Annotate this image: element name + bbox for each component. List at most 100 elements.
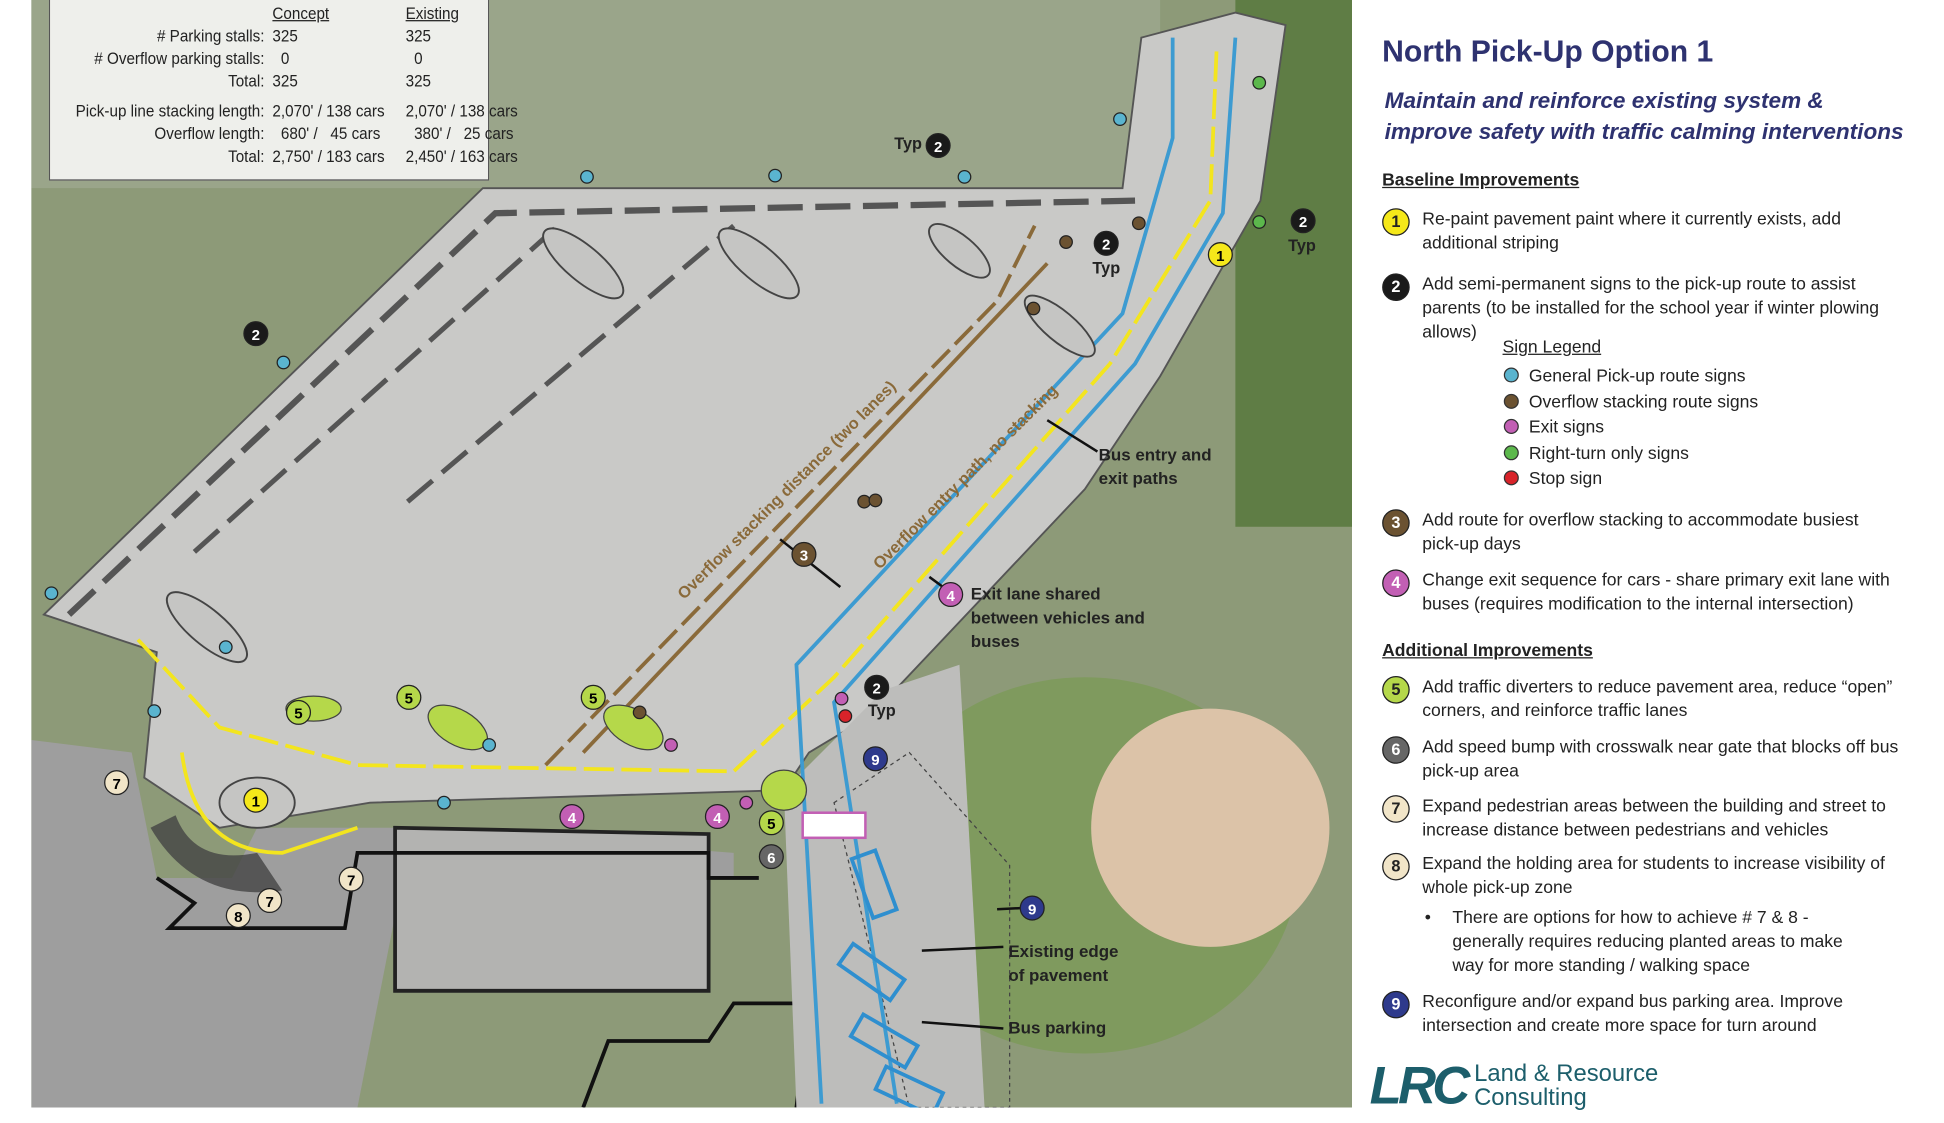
- holding-area: [150, 815, 283, 893]
- map-marker-8: 8: [225, 903, 251, 929]
- baseball-diamond: [1091, 708, 1330, 947]
- stats-row: # Parking stalls: 325 325: [50, 26, 535, 49]
- existing-value: 380' / 25 cars: [405, 124, 514, 143]
- number-badge: 1: [1382, 208, 1410, 236]
- typ-label: Typ: [867, 701, 896, 720]
- row-label: Pick-up line stacking length:: [75, 101, 265, 121]
- baseline-heading: Baseline Improvements: [1382, 169, 1580, 190]
- stats-row: Total: 325 325: [50, 71, 535, 94]
- parking-lot: [42, 11, 1287, 829]
- sign-dot-icon: [1503, 367, 1519, 383]
- number-badge: 5: [1382, 676, 1410, 704]
- typ-label: Typ: [894, 134, 923, 154]
- legend-entry: Right-turn only signs: [1503, 440, 1759, 466]
- sign-dot-icon: [1503, 470, 1519, 486]
- legend-entry: Stop sign: [1503, 465, 1759, 491]
- sign-markers: [44, 75, 1267, 810]
- map-marker-1: 1: [1207, 242, 1233, 268]
- item-text: Add traffic diverters to reduce pavement…: [1422, 676, 1893, 720]
- row-label: # Overflow parking stalls:: [94, 48, 265, 68]
- typ-label: Typ: [1092, 258, 1121, 278]
- number-badge: 9: [1382, 990, 1410, 1019]
- map-marker-9: 9: [1019, 895, 1045, 921]
- item-text: Re-paint pavement paint where it current…: [1422, 208, 1841, 253]
- map-marker-2: 2: [1290, 208, 1316, 234]
- logo-mark: LRC: [1369, 1056, 1471, 1115]
- number-badge: 6: [1382, 736, 1410, 764]
- map-marker-7: 7: [257, 887, 283, 914]
- row-label: # Parking stalls:: [156, 26, 265, 46]
- stats-row: Overflow length: 680' / 45 cars 380' / 2…: [50, 124, 535, 147]
- bus-parking-label: Bus parking: [1008, 1018, 1107, 1038]
- concept-value: 2,750' / 183 cars: [272, 146, 385, 166]
- concept-value: 680' / 45 cars: [272, 124, 381, 143]
- header-concept: Concept: [272, 3, 330, 23]
- concept-value: 2,070' / 138 cars: [272, 101, 385, 121]
- row-label: Total:: [228, 71, 265, 91]
- item-text: Change exit sequence for cars - share pr…: [1422, 569, 1890, 614]
- map-marker-6: 6: [758, 844, 784, 870]
- map-marker-5: 5: [396, 684, 422, 710]
- page-subtitle: Maintain and reinforce existing system &…: [1384, 87, 1904, 145]
- row-label: Overflow length:: [154, 124, 265, 143]
- existing-value: 0: [405, 48, 423, 68]
- map-marker-7: 7: [104, 770, 130, 796]
- map-marker-2: 2: [925, 132, 951, 159]
- number-badge: 8: [1382, 852, 1410, 881]
- legend-entry: General Pick-up route signs: [1503, 362, 1759, 388]
- map-marker-4: 4: [704, 803, 730, 830]
- map-marker-9: 9: [862, 746, 888, 772]
- concept-value: 325: [272, 26, 298, 46]
- map-marker-2: 2: [1093, 230, 1119, 256]
- item-text: Add semi-permanent signs to the pick-up …: [1422, 273, 1880, 342]
- number-badge: 2: [1382, 273, 1410, 302]
- map-marker-2: 2: [864, 674, 890, 700]
- additional-heading: Additional Improvements: [1382, 639, 1593, 660]
- map-marker-5: 5: [580, 684, 606, 710]
- item-text: Add speed bump with crosswalk near gate …: [1422, 736, 1899, 781]
- concept-value: 0: [272, 48, 290, 68]
- map-marker-2: 2: [243, 321, 269, 347]
- item-text: Expand the holding area for students to …: [1422, 852, 1885, 897]
- aerial-site-plan: [31, 0, 1353, 1108]
- map-marker-4: 4: [938, 581, 964, 608]
- item-text: Expand pedestrian areas between the buil…: [1422, 795, 1886, 840]
- concept-value: 325: [272, 71, 298, 91]
- row-label: Total:: [228, 146, 265, 166]
- map-marker-1: 1: [243, 787, 269, 813]
- existing-value: 2,070' / 138 cars: [405, 101, 518, 121]
- map-marker-4: 4: [559, 803, 585, 830]
- typ-label: Typ: [1288, 235, 1316, 255]
- map-marker-5: 5: [758, 810, 784, 836]
- item-text: Add route for overflow stacking to accom…: [1422, 509, 1859, 554]
- sign-legend-title: Sign Legend: [1502, 336, 1602, 357]
- sign-dot-icon: [1503, 393, 1519, 409]
- legend-entry: Overflow stacking route signs: [1503, 388, 1758, 414]
- item-text: Reconfigure and/or expand bus parking ar…: [1422, 990, 1843, 1035]
- map-marker-3: 3: [791, 541, 817, 567]
- sign-legend: Sign Legend General Pick-up route signs …: [1503, 336, 1759, 491]
- legend-panel: North Pick-Up Option 1 Maintain and rein…: [1352, 0, 1944, 1123]
- number-badge: 4: [1382, 569, 1410, 597]
- number-badge: 3: [1382, 509, 1410, 537]
- map-marker-5: 5: [285, 699, 312, 725]
- legend-entry: Exit signs: [1503, 414, 1759, 440]
- page-title: North Pick-Up Option 1: [1382, 35, 1714, 69]
- header-existing: Existing: [405, 3, 459, 23]
- sign-dot-icon: [1503, 419, 1519, 435]
- stats-row: # Overflow parking stalls: 0 0: [50, 49, 535, 72]
- existing-value: 325: [405, 71, 432, 91]
- existing-value: 325: [405, 26, 432, 46]
- stats-row: Pick-up line stacking length: 2,070' / 13…: [50, 102, 535, 125]
- crosswalk: [801, 811, 867, 840]
- number-badge: 7: [1382, 795, 1410, 823]
- map-marker-7: 7: [338, 866, 364, 892]
